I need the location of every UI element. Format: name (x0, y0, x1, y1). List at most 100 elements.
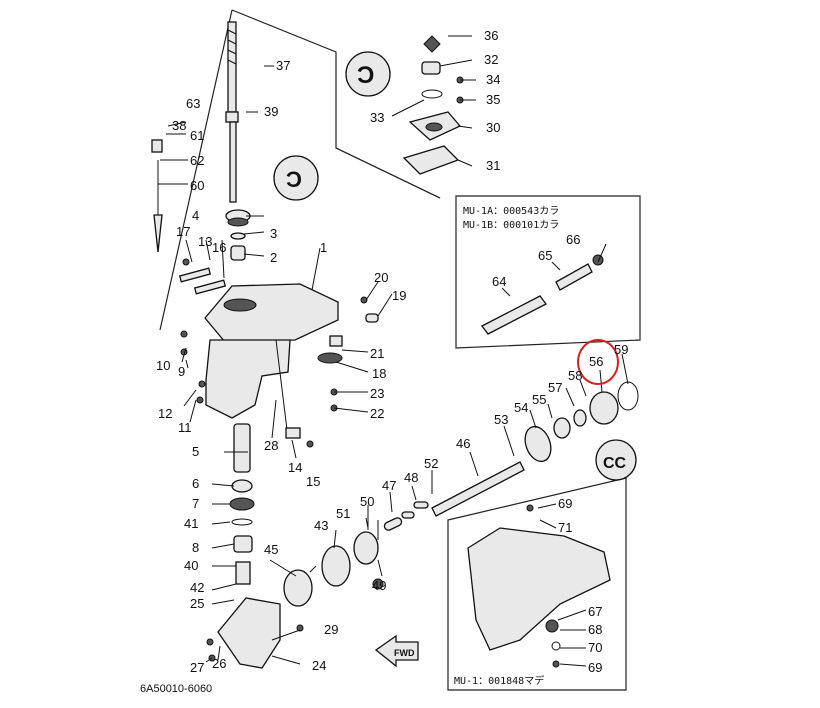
callout-65: 65 (538, 248, 552, 263)
callout-54: 54 (514, 400, 528, 415)
callout-42: 42 (190, 580, 204, 595)
callout-28: 28 (264, 438, 278, 453)
callout-41: 41 (184, 516, 198, 531)
callout-48: 48 (404, 470, 418, 485)
callout-64: 64 (492, 274, 506, 289)
callout-36: 36 (484, 28, 498, 43)
callout-30: 30 (486, 120, 500, 135)
callout-45: 45 (264, 542, 278, 557)
callout-62: 62 (190, 153, 204, 168)
callout-25: 25 (190, 596, 204, 611)
callout-2: 2 (270, 250, 277, 265)
callout-38: 38 (172, 118, 186, 133)
callout-22: 22 (370, 406, 384, 421)
callout-27: 27 (190, 660, 204, 675)
callout-69-bottom: 69 (588, 660, 602, 675)
callout-34: 34 (486, 72, 500, 87)
callout-67: 67 (588, 604, 602, 619)
callout-58: 58 (568, 368, 582, 383)
callout-15: 15 (306, 474, 320, 489)
water-pump (402, 35, 464, 175)
callout-55: 55 (532, 392, 546, 407)
callout-37: 37 (276, 58, 290, 73)
callout-24: 24 (312, 658, 326, 673)
callout-18: 18 (372, 366, 386, 381)
forward-gear-cluster (283, 505, 403, 607)
callout-56: 56 (589, 354, 603, 369)
callout-23: 23 (370, 386, 384, 401)
callout-5: 5 (192, 444, 199, 459)
callout-60: 60 (190, 178, 204, 193)
reference-icon-right: CC (595, 439, 637, 481)
svg-text:Ɔ: Ɔ (286, 167, 302, 192)
callout-40: 40 (184, 558, 198, 573)
svg-text:Ɔ: Ɔ (357, 62, 374, 89)
mu1a-label: MU-1A：000543カラ (463, 205, 559, 217)
callout-7: 7 (192, 496, 199, 511)
callout-69-top: 69 (558, 496, 572, 511)
callout-20: 20 (374, 270, 388, 285)
callout-33: 33 (370, 110, 384, 125)
callout-68: 68 (588, 622, 602, 637)
shift-rod (151, 139, 289, 439)
reference-icon-top: Ɔ (345, 51, 391, 97)
callout-19: 19 (392, 288, 406, 303)
misc-small-parts (180, 296, 429, 662)
callout-13: 13 (198, 234, 212, 249)
callout-51: 51 (336, 506, 350, 521)
callout-labels: 1 2 3 4 5 6 7 8 9 10 11 12 13 14 15 16 1… (156, 28, 628, 675)
callout-71: 71 (558, 520, 572, 535)
callout-21: 21 (370, 346, 384, 361)
reference-icon-mid: Ɔ (273, 155, 319, 201)
callout-8: 8 (192, 540, 199, 555)
shift-links (178, 258, 227, 295)
upper-casing (204, 283, 339, 419)
callout-61: 61 (190, 128, 204, 143)
leader-lines (158, 35, 629, 667)
callout-16: 16 (212, 240, 226, 255)
callout-70: 70 (588, 640, 602, 655)
callout-11: 11 (178, 420, 192, 435)
callout-47: 47 (382, 478, 396, 493)
highlight-marker (577, 339, 619, 385)
callout-1: 1 (320, 240, 327, 255)
callout-10: 10 (156, 358, 170, 373)
callout-63: 63 (186, 96, 200, 111)
lower-casing-mu1 (467, 504, 611, 668)
callout-31: 31 (486, 158, 500, 173)
mu1b-label: MU-1B：000101カラ (463, 219, 559, 231)
callout-46: 46 (456, 436, 470, 451)
water-pump-frame (335, 147, 441, 199)
propeller-shaft (431, 381, 639, 517)
bearing-stack (225, 209, 251, 261)
callout-53: 53 (494, 412, 508, 427)
mu1-box: MU-1：001848マデ (447, 477, 627, 691)
callout-14: 14 (288, 460, 302, 475)
callout-66: 66 (566, 232, 580, 247)
lower-casing (217, 597, 281, 669)
callout-12: 12 (158, 406, 172, 421)
callout-3: 3 (270, 226, 277, 241)
callout-49: 49 (372, 578, 386, 593)
callout-17: 17 (176, 224, 190, 239)
callout-43: 43 (314, 518, 328, 533)
drive-shaft (225, 21, 239, 203)
callout-35: 35 (486, 92, 500, 107)
lower-shaft-column (229, 423, 255, 585)
fwd-label: FWD (394, 648, 415, 658)
callout-50: 50 (360, 494, 374, 509)
callout-26: 26 (212, 656, 226, 671)
fwd-arrow: FWD (374, 634, 419, 668)
callout-4: 4 (192, 208, 199, 223)
propeller-shaft-mu1a (481, 254, 604, 335)
callout-52: 52 (424, 456, 438, 471)
svg-text:CC: CC (603, 455, 627, 472)
callout-39: 39 (264, 104, 278, 119)
callout-6: 6 (192, 476, 199, 491)
mu1-label: MU-1：001848マデ (454, 674, 544, 687)
diagram-code: 6A50010-6060 (140, 683, 212, 695)
mu1a-box: MU-1A：000543カラ MU-1B：000101カラ (455, 195, 641, 349)
callout-59: 59 (614, 342, 628, 357)
callout-9: 9 (178, 364, 185, 379)
